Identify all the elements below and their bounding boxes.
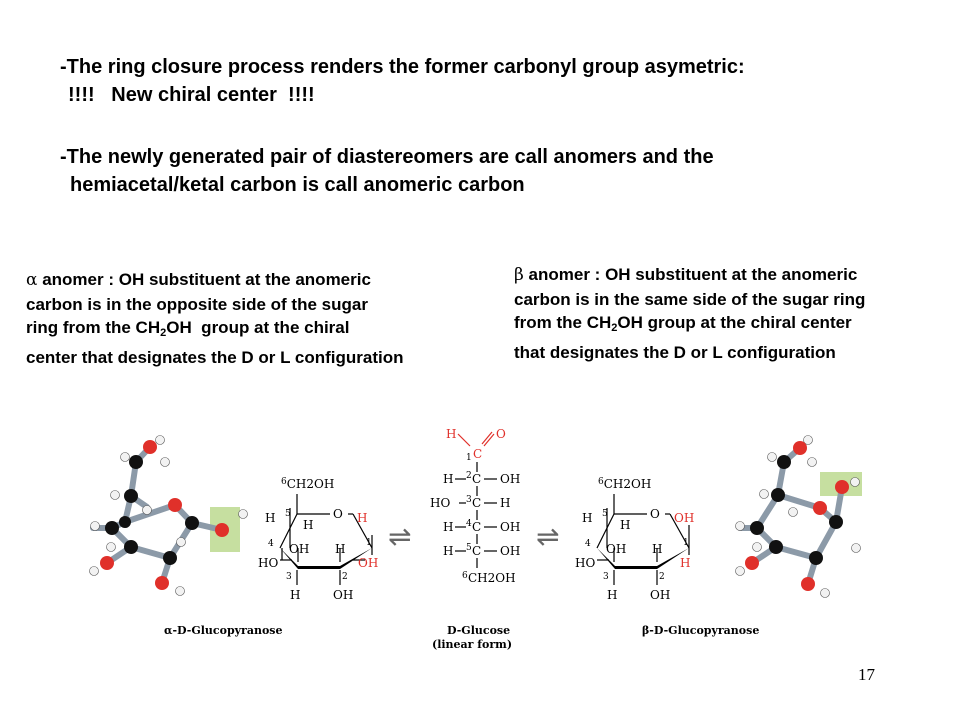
alpha-h-c2: H bbox=[335, 542, 345, 556]
bullet-2-text: The newly generated pair of diastereomer… bbox=[66, 146, 714, 168]
beta-desc-line1-text: anomer : OH substituent at the anomeric bbox=[523, 265, 858, 284]
beta-ball-stick-model bbox=[735, 435, 862, 598]
beta-desc-line4: that designates the D or L configuration bbox=[514, 342, 836, 362]
alpha-oh-c2: OH bbox=[333, 588, 353, 602]
alpha-desc-line1-text: anomer : OH substituent at the anomeric bbox=[37, 270, 371, 289]
alpha-oh-c1: OH bbox=[358, 556, 378, 570]
beta-c4-num: 4 bbox=[585, 539, 591, 549]
linear-oh-c5: OH bbox=[500, 544, 520, 558]
alpha-c2-num: 2 bbox=[342, 572, 348, 582]
linear-oh-c4: OH bbox=[500, 520, 520, 534]
beta-caption: β-D-Glucopyranose bbox=[642, 624, 759, 637]
linear-c4-num: 4 bbox=[466, 519, 472, 529]
linear-c5: C bbox=[472, 544, 481, 558]
linear-c1: C bbox=[473, 447, 482, 461]
bullet-2: -The newly generated pair of diastereome… bbox=[60, 143, 714, 171]
alpha-ho-c4: HO bbox=[258, 556, 278, 570]
alpha-h-c5: H bbox=[265, 511, 275, 525]
glucose-anomers-figure: 6CH2OH H 5 O H H 4 OH H 1 HO OH 3 2 H OH… bbox=[89, 427, 862, 651]
linear-glucose: H O 1 C H 2 C OH HO 3 C H H 4 bbox=[430, 427, 520, 651]
beta-c1-num: 1 bbox=[683, 538, 689, 548]
alpha-desc-line3-sub: 2 bbox=[160, 327, 167, 339]
alpha-symbol: α bbox=[26, 270, 38, 290]
beta-h-c2: H bbox=[652, 542, 662, 556]
beta-c6-label: 6CH2OH bbox=[598, 477, 651, 491]
bullet-1: -The ring closure process renders the fo… bbox=[60, 53, 745, 81]
alpha-c6-label: 6CH2OH bbox=[281, 477, 334, 491]
beta-oh-c1: OH bbox=[674, 511, 694, 525]
linear-c3-num: 3 bbox=[466, 495, 472, 505]
alpha-ring-o: O bbox=[333, 507, 343, 521]
linear-aldehyde-h: H bbox=[446, 427, 456, 441]
linear-ch2oh: CH2OH bbox=[468, 571, 516, 585]
beta-oh-c3: OH bbox=[606, 542, 626, 556]
alpha-caption: α-D-Glucopyranose bbox=[164, 624, 282, 637]
alpha-desc-line1: α anomer : OH substituent at the anomeri… bbox=[26, 268, 404, 293]
beta-h-c3: H bbox=[607, 588, 617, 602]
alpha-h-c3: H bbox=[290, 588, 300, 602]
alpha-h-c4: H bbox=[303, 518, 313, 532]
beta-c3-num: 3 bbox=[603, 572, 609, 582]
beta-h-c5: H bbox=[582, 511, 592, 525]
beta-desc-line3-sub: 2 bbox=[611, 322, 618, 334]
alpha-desc-line4: center that designates the D or L config… bbox=[26, 347, 404, 367]
equilibrium-arrow-left: ⇌ bbox=[388, 520, 411, 553]
alpha-ball-stick-model bbox=[89, 435, 248, 596]
linear-c4: C bbox=[472, 520, 481, 534]
beta-haworth: 6CH2OH H 5 O OH H 4 OH H 1 HO H 3 2 H OH… bbox=[575, 477, 759, 637]
beta-c2-num: 2 bbox=[659, 572, 665, 582]
linear-h-c3: H bbox=[500, 496, 510, 510]
alpha-c1-num: 1 bbox=[366, 538, 372, 548]
beta-oh-c2: OH bbox=[650, 588, 670, 602]
beta-ring-o: O bbox=[650, 507, 660, 521]
alpha-h-c1: H bbox=[357, 511, 367, 525]
beta-symbol: β bbox=[514, 265, 524, 285]
alpha-c3-num: 3 bbox=[286, 572, 292, 582]
linear-aldehyde-o: O bbox=[496, 427, 506, 441]
linear-caption2: (linear form) bbox=[432, 638, 512, 651]
linear-h-c5: H bbox=[443, 544, 453, 558]
beta-description: β anomer : OH substituent at the anomeri… bbox=[514, 263, 865, 364]
alpha-desc-line3-pre: ring from the CH bbox=[26, 318, 161, 337]
linear-c3: C bbox=[472, 496, 481, 510]
beta-desc-line3-post: OH group at the chiral center bbox=[617, 313, 852, 332]
alpha-c4-num: 4 bbox=[268, 539, 274, 549]
alpha-haworth: 6CH2OH H 5 O H H 4 OH H 1 HO OH 3 2 H OH… bbox=[164, 477, 378, 637]
alpha-oh-c3: OH bbox=[289, 542, 309, 556]
linear-c1-num: 1 bbox=[466, 453, 472, 463]
linear-c2-num: 2 bbox=[466, 471, 472, 481]
linear-caption: D-Glucose bbox=[447, 624, 510, 637]
alpha-desc-line3: ring from the CH2OH group at the chiral bbox=[26, 316, 404, 346]
beta-ho-c4: HO bbox=[575, 556, 595, 570]
equilibrium-arrow-right: ⇌ bbox=[536, 520, 559, 553]
beta-desc-line3-pre: from the CH bbox=[514, 313, 612, 332]
linear-c5-num: 5 bbox=[466, 543, 472, 553]
linear-c6-num: 6 bbox=[462, 571, 468, 581]
page-number: 17 bbox=[858, 665, 875, 684]
beta-c5-num: 5 bbox=[602, 509, 608, 519]
linear-h-c2: H bbox=[443, 472, 453, 486]
bullet-1-text: The ring closure process renders the for… bbox=[66, 56, 745, 78]
beta-h-c4: H bbox=[620, 518, 630, 532]
linear-c2: C bbox=[472, 472, 481, 486]
alpha-description: α anomer : OH substituent at the anomeri… bbox=[26, 268, 404, 369]
bullet-2-dash: - bbox=[60, 146, 67, 168]
bullet-2-line2: hemiacetal/ketal carbon is call anomeric… bbox=[70, 174, 525, 196]
bullet-1-line2: !!!! New chiral center !!!! bbox=[68, 84, 315, 106]
alpha-desc-line3-post: OH group at the chiral bbox=[166, 318, 350, 337]
beta-desc-line3: from the CH2OH group at the chiral cente… bbox=[514, 311, 865, 341]
linear-oh-c2: OH bbox=[500, 472, 520, 486]
alpha-desc-line2: carbon is in the opposite side of the su… bbox=[26, 294, 368, 314]
bullet-1-dash: - bbox=[60, 56, 67, 78]
beta-h-c1: H bbox=[680, 556, 690, 570]
beta-desc-line1: β anomer : OH substituent at the anomeri… bbox=[514, 263, 865, 288]
linear-h-c4: H bbox=[443, 520, 453, 534]
beta-desc-line2: carbon is in the same side of the sugar … bbox=[514, 289, 866, 309]
linear-ho-c3: HO bbox=[430, 496, 450, 510]
alpha-c5-num: 5 bbox=[285, 509, 291, 519]
